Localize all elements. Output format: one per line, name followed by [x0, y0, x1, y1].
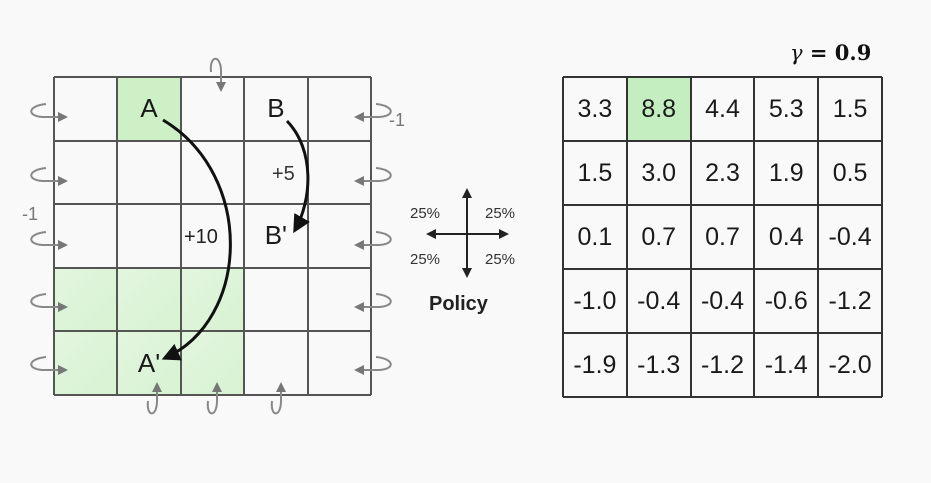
value-cell: -1.3: [637, 350, 681, 379]
grid-line-horizontal: [54, 139, 371, 142]
glow-cell: [180, 267, 245, 332]
edge-penalty-left: -1: [22, 204, 39, 224]
value-grid: 3.3 8.8 4.4 5.3 1.5 1.5 3.0 2.3 1.9 0.5 0.1 0.7 0.7 0…: [562, 76, 883, 398]
glow-cell: [117, 331, 181, 395]
discount-value: = 0.9: [809, 40, 872, 65]
grid-state-b: B: [267, 93, 285, 124]
grid-line-vertical: [243, 77, 246, 395]
grid-line-horizontal: [54, 203, 371, 206]
left-edge-bounce-icons: [30, 103, 68, 375]
value-cell: -0.4: [700, 286, 745, 315]
value-cell: 1.5: [832, 94, 868, 123]
grid-state-a: A: [117, 77, 181, 141]
glow-cell: [117, 267, 181, 332]
value-cell: 0.7: [641, 222, 677, 251]
value-cell: 1.9: [768, 158, 804, 187]
value-grid-line-vertical: [753, 77, 756, 397]
reward-b-label: +5: [272, 163, 295, 185]
value-cell: 2.3: [705, 158, 740, 187]
bottom-edge-bounce-icons: [146, 382, 286, 415]
value-grid-line-horizontal: [563, 76, 882, 78]
value-cell: 3.3: [577, 94, 613, 123]
value-grid-line-vertical: [625, 77, 628, 397]
value-cell: 1.5: [577, 158, 613, 187]
glow-cell: [54, 331, 118, 395]
gridworld: A B B' A': [53, 76, 372, 396]
value-grid-line-vertical: [562, 77, 564, 397]
value-cell: 0.5: [832, 158, 868, 187]
a-to-aprime-arrow: [161, 118, 232, 361]
value-cell: 0.1: [577, 222, 613, 251]
value-cell: -1.2: [700, 350, 745, 379]
b-to-bprime-arrow: [285, 119, 310, 234]
value-grid-line-vertical: [689, 77, 692, 397]
grid-state-bprime: B': [264, 220, 288, 251]
value-grid-line-vertical: [817, 77, 820, 397]
glow-cell: [54, 267, 118, 332]
grid-line-vertical: [116, 77, 119, 395]
top-edge-bounce-icon: [209, 57, 226, 92]
gamma-symbol: γ: [790, 41, 803, 65]
policy-cross-icon: [426, 188, 509, 278]
value-cell: 0.4: [768, 222, 804, 251]
edge-penalty-right: -1: [389, 110, 406, 130]
grid-line-vertical: [370, 77, 372, 395]
value-grid-line-vertical: [881, 77, 883, 397]
policy-label: Policy: [429, 293, 488, 315]
discount-factor: γ = 0.9: [790, 40, 871, 65]
value-cell: 8.8: [626, 77, 691, 141]
grid-line-vertical: [53, 77, 55, 395]
value-cell: -2.0: [828, 350, 872, 379]
value-cell: 0.7: [705, 222, 740, 251]
grid-line-horizontal: [54, 76, 371, 78]
value-grid-line-horizontal: [563, 396, 882, 398]
value-cell: -1.4: [764, 350, 808, 379]
grid-line-horizontal: [54, 266, 371, 269]
value-grid-line-horizontal: [563, 140, 882, 142]
grid-line-vertical: [306, 77, 309, 395]
value-cell: -0.4: [637, 286, 681, 315]
value-grid-line-horizontal: [563, 332, 882, 334]
value-grid-line-horizontal: [563, 268, 882, 270]
grid-line-horizontal: [54, 330, 371, 333]
reward-a-label: +10: [184, 226, 218, 248]
grid-line-vertical: [179, 77, 182, 395]
policy-prob-down-right: 25%: [485, 251, 516, 268]
value-cell: 4.4: [705, 94, 740, 123]
grid-state-aprime: A': [137, 347, 161, 378]
value-grid-line-horizontal: [563, 204, 882, 206]
value-cell: -1.2: [828, 286, 872, 315]
value-cell: -0.6: [764, 286, 808, 315]
policy-prob-down-left: 25%: [410, 251, 441, 268]
value-cell: -1.0: [573, 286, 617, 315]
grid-line-horizontal: [54, 394, 371, 396]
policy-prob-up-left: 25%: [410, 205, 441, 222]
value-cell: 3.0: [641, 158, 677, 187]
value-cell: 5.3: [768, 94, 804, 123]
right-edge-bounce-icons: [354, 103, 392, 375]
policy-prob-up-right: 25%: [485, 205, 516, 222]
value-cell: -1.9: [573, 350, 617, 379]
value-cell: -0.4: [828, 222, 872, 251]
